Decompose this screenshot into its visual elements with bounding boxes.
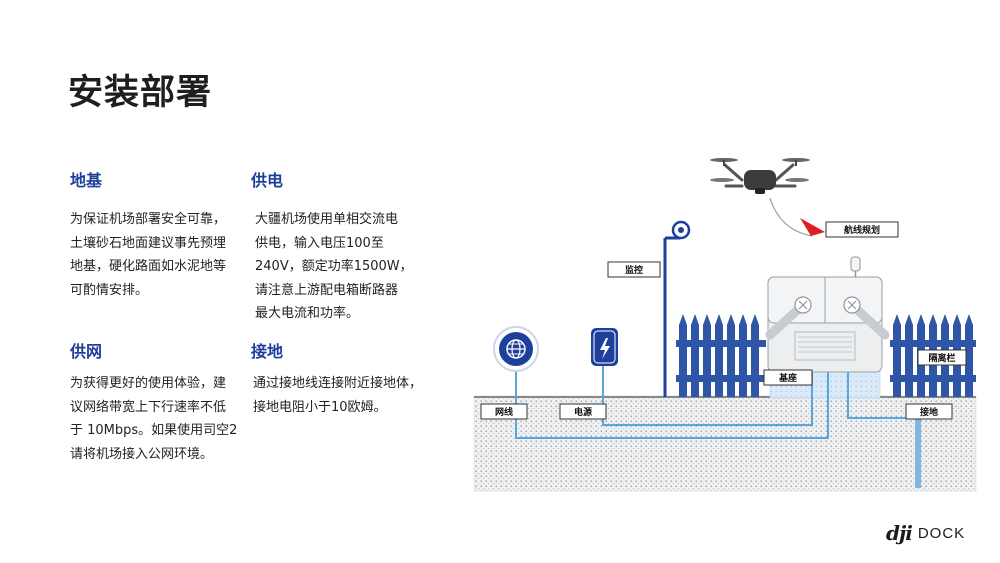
ground-rod xyxy=(915,418,921,488)
foundation-heading: 地基 xyxy=(70,171,103,190)
label-fence: 隔离栏 xyxy=(917,349,967,366)
ground-soil xyxy=(473,395,977,492)
label-route: 航线规划 xyxy=(825,221,899,238)
power-cable xyxy=(602,364,813,426)
label-monitor: 监控 xyxy=(607,261,661,278)
page-title: 安装部署 xyxy=(68,73,213,113)
label-base-text: 基座 xyxy=(778,372,797,384)
globe-icon xyxy=(493,326,539,372)
label-ground: 接地 xyxy=(905,403,953,420)
power-heading: 供电 xyxy=(251,171,284,190)
fence-left xyxy=(676,314,766,397)
dock-icon xyxy=(765,256,890,373)
network-heading: 供网 xyxy=(70,342,103,361)
dji-logo-mark: dji xyxy=(886,521,913,545)
foundation-text: 为保证机场部署安全可靠， 土壤砂石地面建议事先预埋 地基，硬化路面如水泥地等 可… xyxy=(70,212,227,298)
label-route-text: 航线规划 xyxy=(844,224,880,236)
route-arrow-icon xyxy=(800,218,825,236)
power-socket-icon xyxy=(591,328,618,366)
label-power: 电源 xyxy=(559,403,607,420)
label-network-text: 网线 xyxy=(495,406,513,418)
label-fence-text: 隔离栏 xyxy=(928,352,955,364)
network-text: 为获得更好的使用体验，建 议网络带宽上下行速率不低 于 10Mbps。如果使用司… xyxy=(70,376,238,462)
label-power-text: 电源 xyxy=(574,406,592,418)
power-text: 大疆机场使用单相交流电 供电，输入电压100至 240V，额定功率1500W， … xyxy=(255,212,413,321)
label-base: 基座 xyxy=(763,369,813,386)
label-monitor-text: 监控 xyxy=(625,264,643,276)
label-ground-text: 接地 xyxy=(920,406,938,418)
camera-icon xyxy=(671,220,691,240)
flight-route-line xyxy=(769,197,813,237)
grounding-heading: 接地 xyxy=(251,342,284,361)
brand-logo: dji DOCK xyxy=(886,521,965,545)
drone-icon xyxy=(710,158,810,194)
label-network: 网线 xyxy=(480,403,528,420)
dock-wordmark: DOCK xyxy=(917,524,966,542)
grounding-text: 通过接地线连接附近接地体， 接地电阻小于10欧姆。 xyxy=(253,376,423,415)
